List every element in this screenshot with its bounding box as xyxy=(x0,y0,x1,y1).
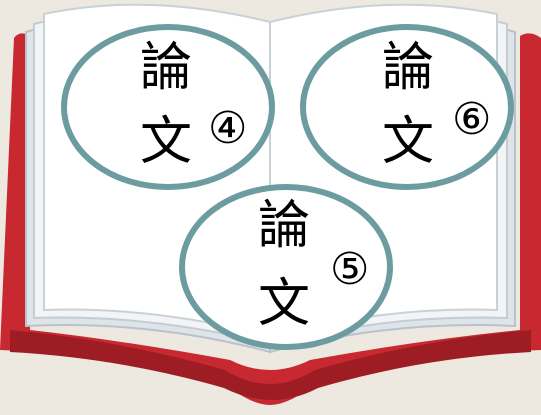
ring-5-kanji-bottom: 文 xyxy=(258,274,311,334)
ring-5-number: ⑤ xyxy=(330,244,370,295)
ring-5 xyxy=(179,184,393,350)
book-cover-shadow xyxy=(10,330,531,400)
ring-4-kanji-top: 論 xyxy=(140,38,193,98)
ring-6 xyxy=(300,24,514,190)
ring-6-kanji-bottom: 文 xyxy=(382,112,435,172)
ring-5-kanji-top: 論 xyxy=(258,196,311,256)
ring-4-number: ④ xyxy=(208,103,248,154)
ring-4-kanji-bottom: 文 xyxy=(140,112,193,172)
ring-4 xyxy=(61,24,275,190)
ring-6-number: ⑥ xyxy=(452,94,492,145)
ring-6-kanji-top: 論 xyxy=(382,38,435,98)
